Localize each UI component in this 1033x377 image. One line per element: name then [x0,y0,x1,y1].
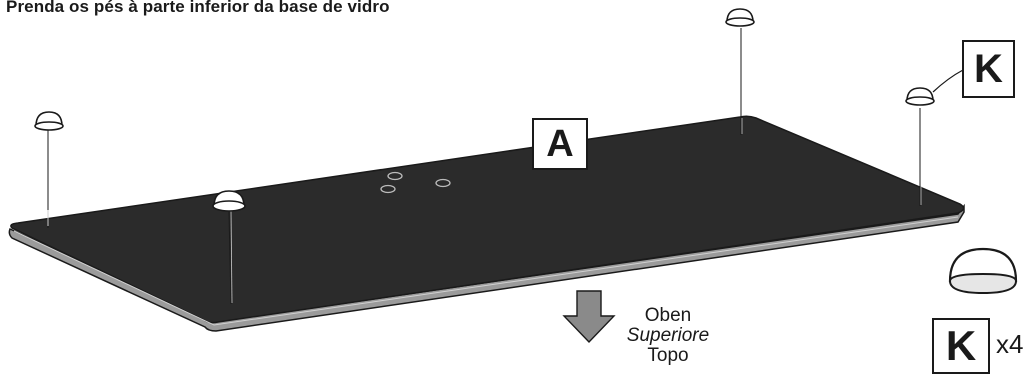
orientation-it: Superiore [626,325,710,346]
orientation-de: Oben [644,305,692,326]
rubber-foot-icon [212,190,246,212]
callout-leader [932,69,964,93]
rubber-foot-icon [948,247,1018,295]
rubber-foot-icon [725,8,755,27]
glass-base-edge-highlight [13,216,959,326]
glass-base-top [10,115,965,324]
guide-line [228,211,232,305]
orientation-pt: Topo [647,345,689,366]
rubber-foot-icon [34,111,64,131]
glass-hole [380,184,396,194]
glass-hole [387,171,403,181]
glass-base-edge [8,203,965,332]
down-arrow-icon [562,290,616,344]
glass-hole [435,178,451,188]
guide-line [230,209,233,304]
part-label-a: A [532,118,588,170]
rubber-foot-icon [905,87,935,106]
part-label-k-callout: K [962,40,1015,98]
part-label-k: K [932,318,990,374]
instruction-heading: Prenda os pés à parte inferior da base d… [6,0,390,16]
orientation-label: Oben Superiore Topo [620,306,716,366]
quantity-label: x4 [996,329,1024,359]
